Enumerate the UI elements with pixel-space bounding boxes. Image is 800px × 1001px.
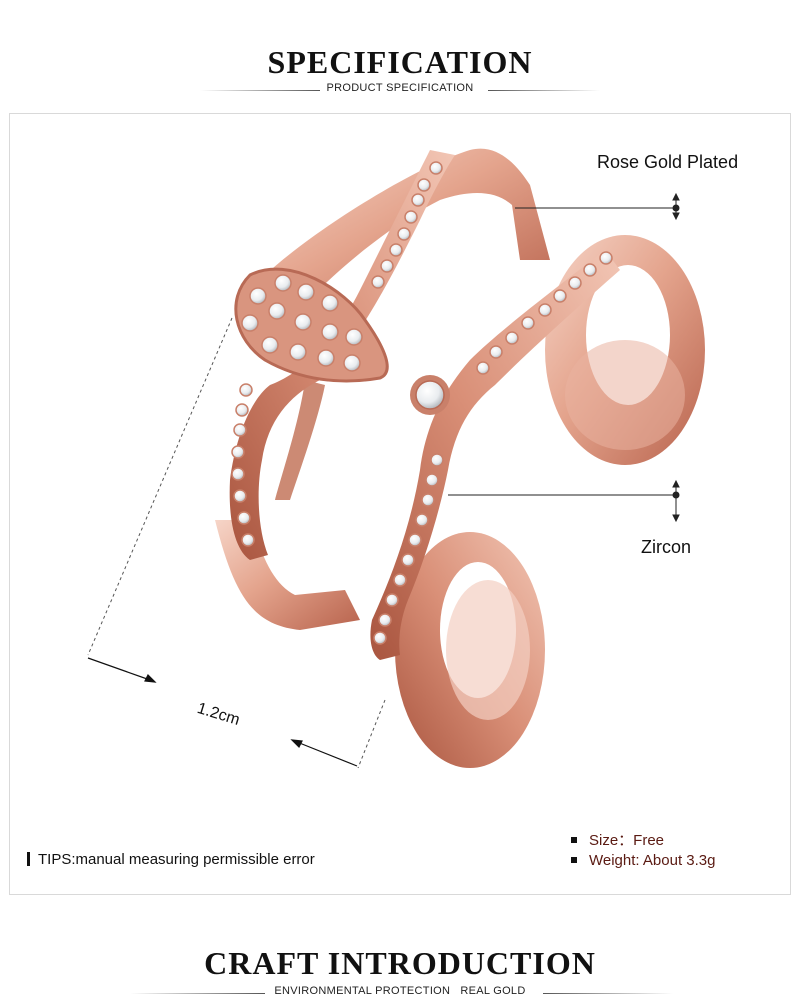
bullet-square-icon (571, 837, 577, 844)
specification-subtitle: PRODUCT SPECIFICATION (326, 82, 474, 94)
specification-title: SPECIFICATION (267, 44, 533, 80)
dimension-arrows (87, 657, 358, 767)
zircon-label: Zircon (641, 537, 692, 557)
spec-weight: Weight: About 3.3g (571, 852, 715, 869)
ring-plain-band (275, 380, 325, 500)
tips-note: TIPS:manual measuring permissible error (27, 851, 315, 868)
subtitle-line-right (488, 90, 600, 91)
subtitle-line-left (200, 90, 320, 91)
craft-subtitle-row: ENVIRONMENTAL PROTECTION REAL GOLD (0, 985, 800, 1001)
material-label: Rose Gold Plated (597, 152, 739, 172)
ring-back-loop (545, 235, 705, 465)
spec-size: Size：Free (571, 829, 664, 850)
specification-subtitle-row: PRODUCT SPECIFICATION (0, 82, 800, 98)
product-frame (9, 113, 791, 895)
craft-line-left (130, 993, 265, 994)
spec-weight-text: Weight: About 3.3g (589, 852, 716, 869)
band-2-stones (373, 251, 613, 645)
center-stone (410, 375, 450, 415)
tips-text: TIPS:manual measuring permissible error (38, 851, 315, 868)
spec-size-text: Size：Free (589, 832, 665, 849)
pear-stones (241, 274, 363, 372)
ring-jeweled-band-2 (370, 250, 620, 660)
band-1-stones (231, 161, 443, 547)
ring-pear-setting (234, 267, 389, 383)
zircon-leader-line (448, 479, 680, 523)
bullet-square-icon (571, 857, 577, 864)
material-leader-line (515, 192, 680, 221)
craft-line-right (543, 993, 673, 994)
craft-subtitle: ENVIRONMENTAL PROTECTION REAL GOLD (274, 985, 526, 997)
ring-upper-band (265, 148, 550, 310)
ring-front-loop (395, 532, 545, 768)
craft-title: CRAFT INTRODUCTION (204, 945, 596, 981)
dimension-lines (87, 317, 386, 769)
tips-bar-icon (27, 852, 30, 867)
